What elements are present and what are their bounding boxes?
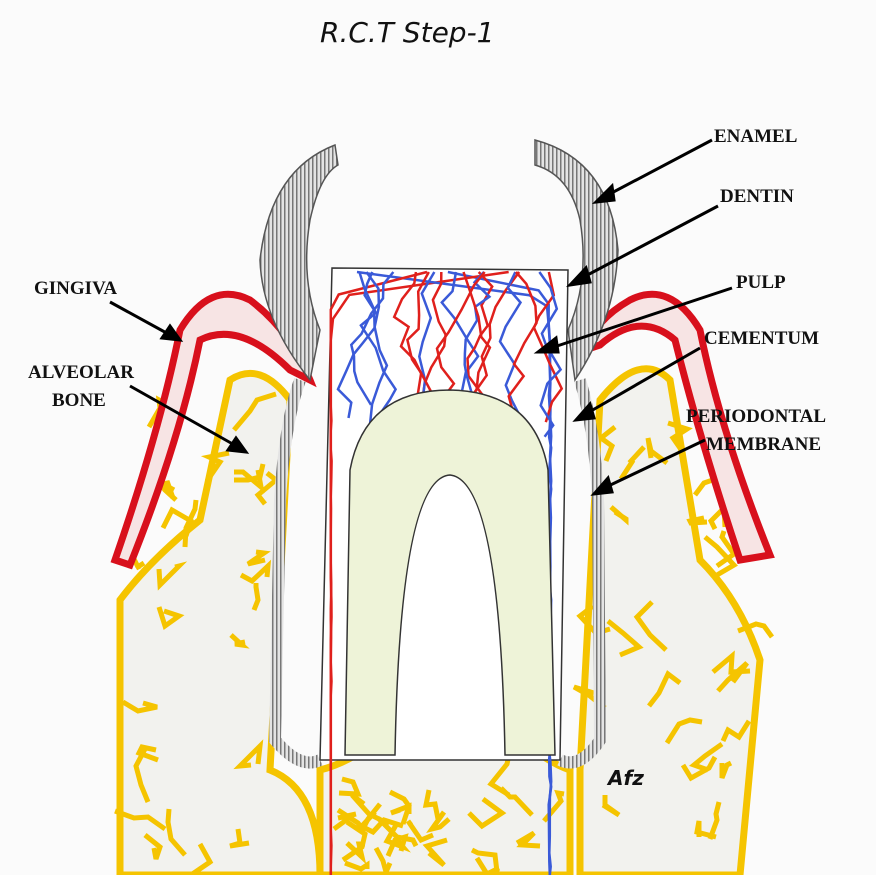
bone-trabecula xyxy=(345,841,367,865)
label-membrane: MEMBRANE xyxy=(706,434,821,455)
bone-trabecula xyxy=(667,420,693,453)
bone-trabecula xyxy=(422,837,448,867)
bone-trabecula xyxy=(338,776,362,797)
bone-trabecula xyxy=(376,816,419,848)
label-alveolar: ALVEOLAR xyxy=(28,362,134,383)
label-pulp: PULP xyxy=(736,272,786,293)
bone-trabecula xyxy=(251,583,261,611)
bone-trabecula xyxy=(405,819,434,844)
label-periodontal: PERIODONTAL xyxy=(686,406,826,427)
bone-trabecula xyxy=(229,828,250,849)
bone-trabecula xyxy=(357,802,382,832)
bone-trabecula xyxy=(422,789,441,820)
bone-trabecula xyxy=(182,499,199,548)
artist-signature: Afz xyxy=(606,766,644,790)
bone-trabecula xyxy=(737,621,775,639)
label-enamel: ENAMEL xyxy=(714,126,797,147)
bone-trabecula xyxy=(165,808,187,857)
bone-trabecula xyxy=(715,530,738,569)
bone-trabecula xyxy=(164,480,176,499)
bone-trabecula xyxy=(114,808,167,832)
bone-trabecula xyxy=(470,847,500,873)
bone-trabecula xyxy=(234,469,265,494)
bone-trabecula xyxy=(474,856,501,875)
bone-trabecula xyxy=(688,741,724,773)
blood-vessel xyxy=(363,271,389,424)
bone-trabecula xyxy=(720,719,752,743)
bone-trabecula xyxy=(542,789,565,823)
bone-trabecula xyxy=(515,830,541,849)
dentin xyxy=(344,389,556,756)
bone-trabecula xyxy=(719,760,733,779)
bone-trabecula xyxy=(601,795,621,818)
bone-trabecula xyxy=(355,817,404,836)
bone-trabecula xyxy=(133,747,151,803)
bone-trabecula xyxy=(200,450,230,483)
label-dentin: DENTIN xyxy=(720,186,794,207)
blood-vessel xyxy=(463,271,492,397)
blood-vessel xyxy=(336,271,381,419)
diagram-title: R.C.T Step-1 xyxy=(320,16,494,49)
labels: ENAMEL DENTIN PULP CEMENTUM PERIODONTAL … xyxy=(28,126,826,455)
blood-vessel xyxy=(538,271,563,438)
bone-trabecula xyxy=(426,810,451,834)
bone-trabecula xyxy=(344,860,370,872)
bone-trabecula xyxy=(239,559,272,585)
bone-trabecula xyxy=(596,425,617,462)
bone-trabecula xyxy=(686,515,708,526)
label-bone: BONE xyxy=(52,390,106,411)
bone-trabecula xyxy=(647,670,682,708)
bone-trabecula xyxy=(143,833,163,860)
blood-vessel xyxy=(358,271,398,420)
bone-trabecula xyxy=(341,819,368,863)
bone-trabecula xyxy=(606,619,644,658)
bone-trabecula xyxy=(467,796,507,830)
bone-trabecula xyxy=(711,650,751,675)
pointer-arrows xyxy=(109,138,733,496)
bone-trabecula xyxy=(373,846,393,875)
bone-trabecula xyxy=(135,744,159,763)
bone-trabecula xyxy=(633,600,668,652)
blood-vessel xyxy=(507,271,538,410)
bone-trabecula xyxy=(246,549,271,567)
bone-trabecula xyxy=(232,391,277,432)
bone-trabecula xyxy=(233,739,264,770)
blood-vessel xyxy=(349,271,395,406)
bone-trabecula xyxy=(499,786,534,817)
blood-vessel xyxy=(532,271,564,423)
bone-trabecula xyxy=(189,842,214,875)
bone-trabecula xyxy=(156,561,188,591)
bone-trabecula xyxy=(664,717,703,745)
blood-vessel xyxy=(329,270,428,874)
label-gingiva: GINGIVA xyxy=(34,278,117,299)
label-cementum: CEMENTUM xyxy=(704,328,819,349)
bone-trabecula xyxy=(618,445,646,481)
bone-trabecula xyxy=(254,471,280,506)
bone-trabecula xyxy=(609,505,629,526)
bone-trabecula xyxy=(694,820,717,840)
alveolar-bone xyxy=(114,365,775,875)
bone-trabecula xyxy=(645,437,669,465)
bone-trabecula xyxy=(156,606,185,631)
bone-trabecula xyxy=(680,755,718,782)
bone-trabecula xyxy=(229,633,250,649)
bone-trabecula xyxy=(121,699,158,714)
bone-trabecula xyxy=(388,789,412,825)
bone-trabecula xyxy=(707,801,722,840)
bone-trabecula xyxy=(703,535,738,578)
